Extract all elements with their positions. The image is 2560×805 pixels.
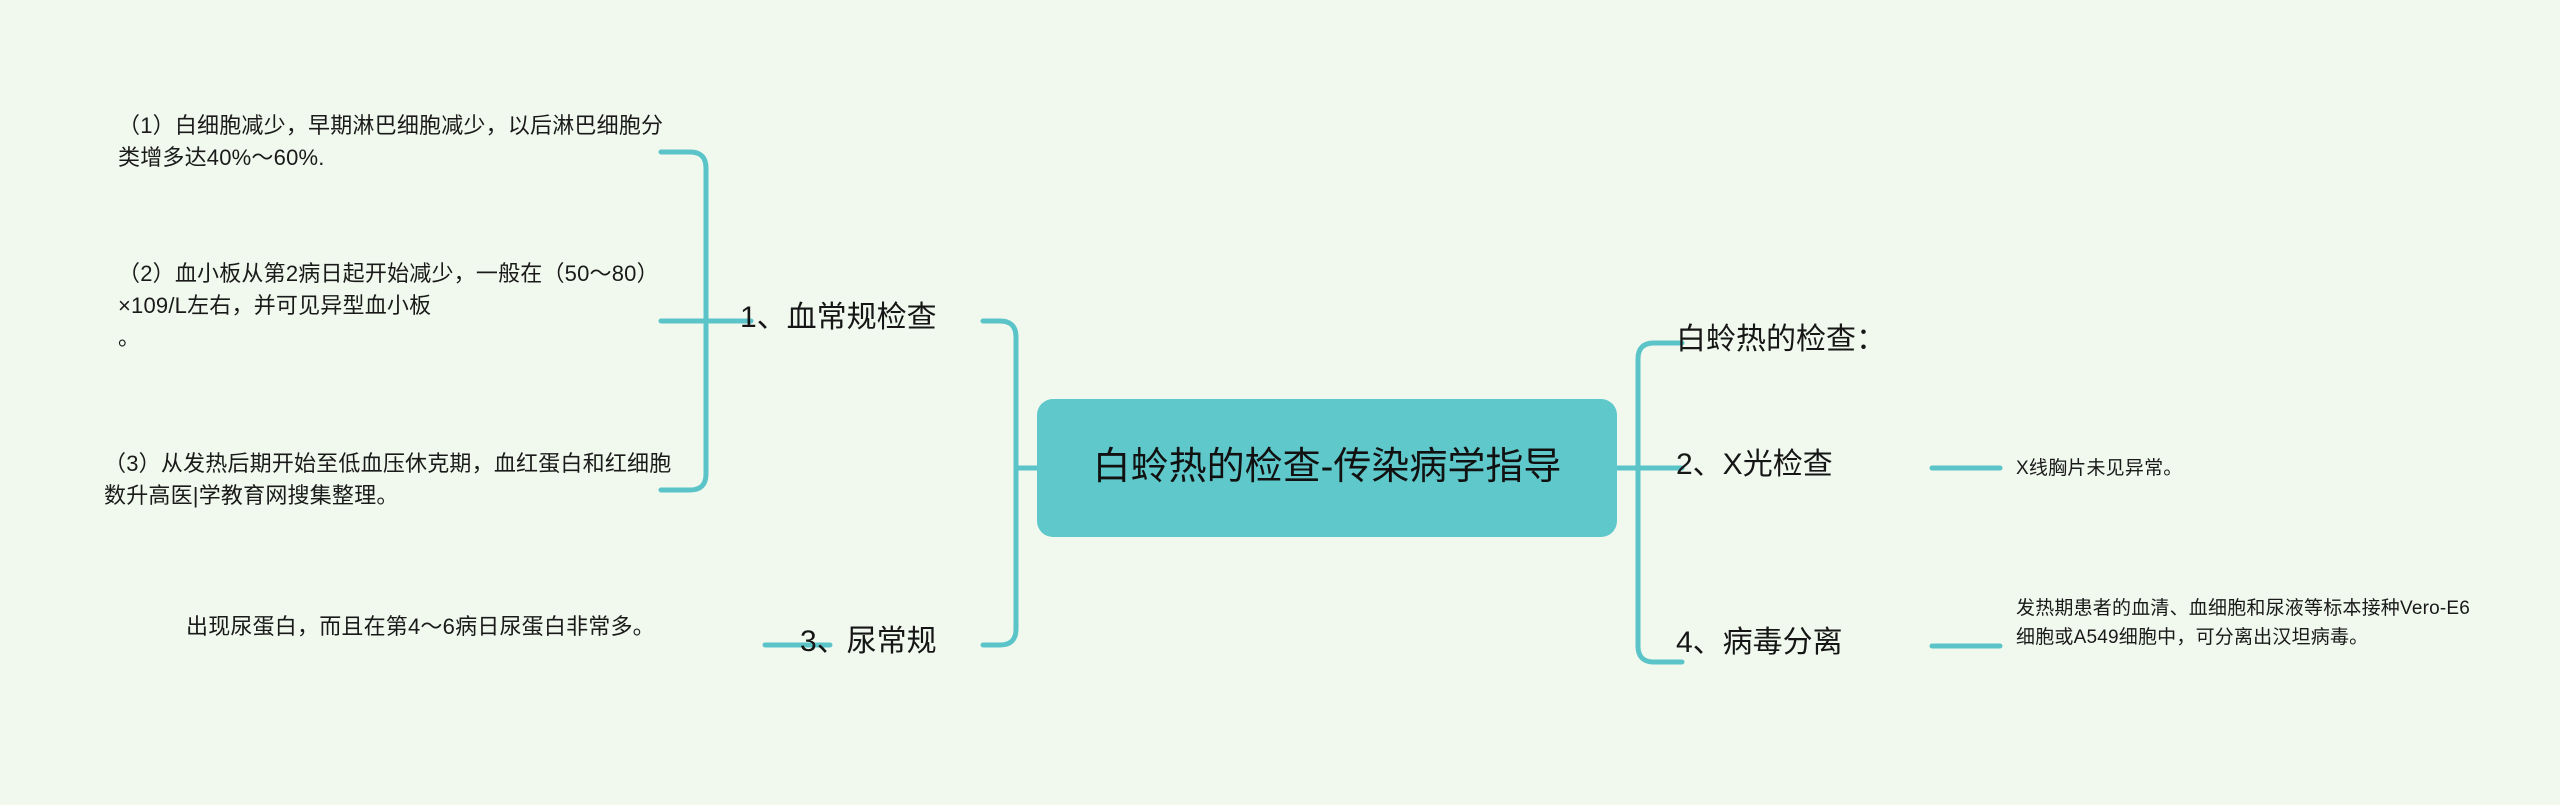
note-blood-routine-2: （2）血小板从第2病日起开始减少，一般在（50～80）×109/L左右，并可见异… (118, 261, 659, 350)
branch-label-virus-isolation[interactable]: 4、病毒分离 (1676, 626, 1843, 659)
note-urine-routine-1: 出现尿蛋白，而且在第4～6病日尿蛋白非常多。 (186, 614, 655, 639)
note-blood-routine-1: （1）白细胞减少，早期淋巴细胞减少，以后淋巴细胞分类增多达40%～60%. (118, 113, 664, 170)
wire-branch1-to-spine (980, 318, 1019, 471)
root-node-label: 白蛉热的检查-传染病学指导 (1092, 446, 1562, 489)
note-virus-isolation: 发热期患者的血清、血细胞和尿液等标本接种Vero-E6细胞或A549细胞中，可分… (2016, 598, 2471, 648)
branch-label-blood-routine[interactable]: 1、血常规检查 (740, 301, 937, 334)
note-xray: X线胸片未见异常。 (2016, 458, 2183, 479)
wire-branch3-to-spine (980, 487, 1019, 648)
note-blood-routine-3: （3）从发热后期开始至低血压休克期，血红蛋白和红细胞数升高医|学教育网搜集整理。 (104, 451, 672, 508)
root-node[interactable]: 白蛉热的检查-传染病学指导 (1037, 399, 1617, 537)
branch-label-xray[interactable]: 2、X光检查 (1676, 448, 1833, 481)
branch-label-exam-title[interactable]: 白蛉热的检查： (1676, 323, 1886, 356)
branch-label-urine-routine[interactable]: 3、尿常规 (800, 625, 937, 658)
